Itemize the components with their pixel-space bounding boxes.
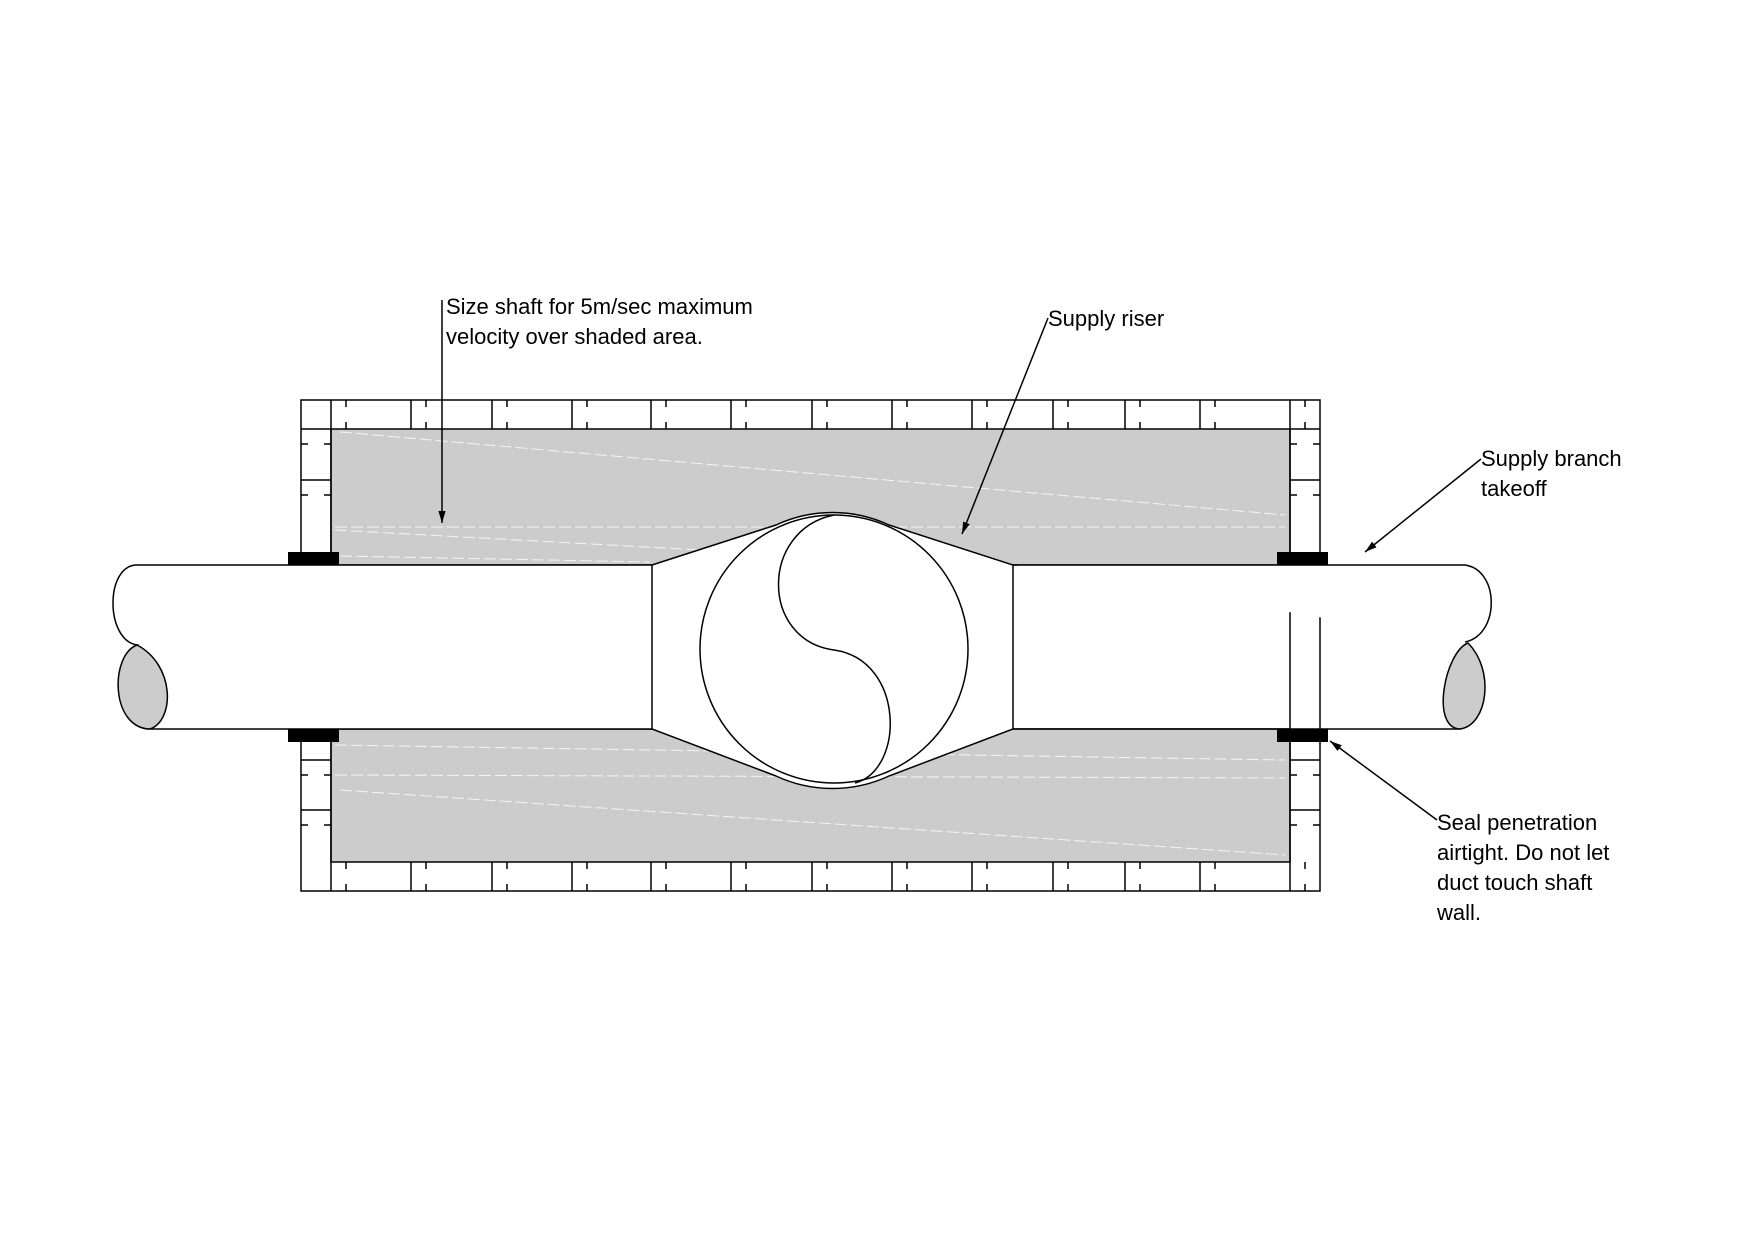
block-joint <box>1290 759 1320 776</box>
label-seal-note: Seal penetration airtight. Do not let du… <box>1437 810 1610 925</box>
block-joint <box>301 479 331 496</box>
duct-cut-right <box>1442 642 1486 730</box>
branch-duct-left <box>112 564 652 730</box>
block-joint <box>730 400 747 429</box>
seal-bottom-right <box>1277 729 1328 742</box>
block-joint <box>650 400 667 429</box>
leader-seal <box>1329 740 1438 821</box>
branch-duct-right <box>1013 564 1492 730</box>
block-joint <box>1290 809 1320 826</box>
seal-top-left <box>288 552 339 565</box>
riser-s-curve <box>777 514 891 784</box>
block-wall-joints <box>301 400 1320 891</box>
leader-supply-riser <box>961 317 1049 535</box>
block-joint <box>891 862 908 891</box>
block-joint <box>1199 862 1216 891</box>
label-supply-riser: Supply riser <box>1048 306 1165 331</box>
block-joint <box>410 400 427 429</box>
block-joint <box>330 400 347 429</box>
duct-cut-left <box>117 644 169 730</box>
block-joint <box>1289 400 1306 429</box>
block-joint <box>301 809 331 826</box>
seal-bottom-left <box>288 729 339 742</box>
block-joint <box>301 428 331 445</box>
block-joint <box>491 862 508 891</box>
block-joint <box>891 400 908 429</box>
block-joint <box>811 400 828 429</box>
block-joint <box>1124 862 1141 891</box>
block-joint <box>491 400 508 429</box>
block-joint <box>730 862 747 891</box>
block-joint <box>971 400 988 429</box>
block-joint <box>410 862 427 891</box>
block-joint <box>1199 400 1216 429</box>
block-joint <box>1289 862 1306 891</box>
leader-branch-takeoff <box>1364 458 1482 553</box>
block-joint <box>811 862 828 891</box>
block-joint <box>1290 428 1320 445</box>
block-joint <box>571 862 588 891</box>
block-joint <box>650 862 667 891</box>
block-joint <box>1052 400 1069 429</box>
seal-top-right <box>1277 552 1328 565</box>
block-joint <box>1290 479 1320 496</box>
seals <box>288 552 1328 742</box>
block-joint <box>571 400 588 429</box>
block-joint <box>1052 862 1069 891</box>
block-joint <box>301 759 331 776</box>
block-joint <box>971 862 988 891</box>
supply-riser-circle <box>699 514 969 784</box>
block-joint <box>1124 400 1141 429</box>
block-joint <box>330 862 347 891</box>
label-branch-takeoff: Supply branch takeoff <box>1481 446 1622 501</box>
label-shaft-sizing: Size shaft for 5m/sec maximum velocity o… <box>446 294 753 349</box>
